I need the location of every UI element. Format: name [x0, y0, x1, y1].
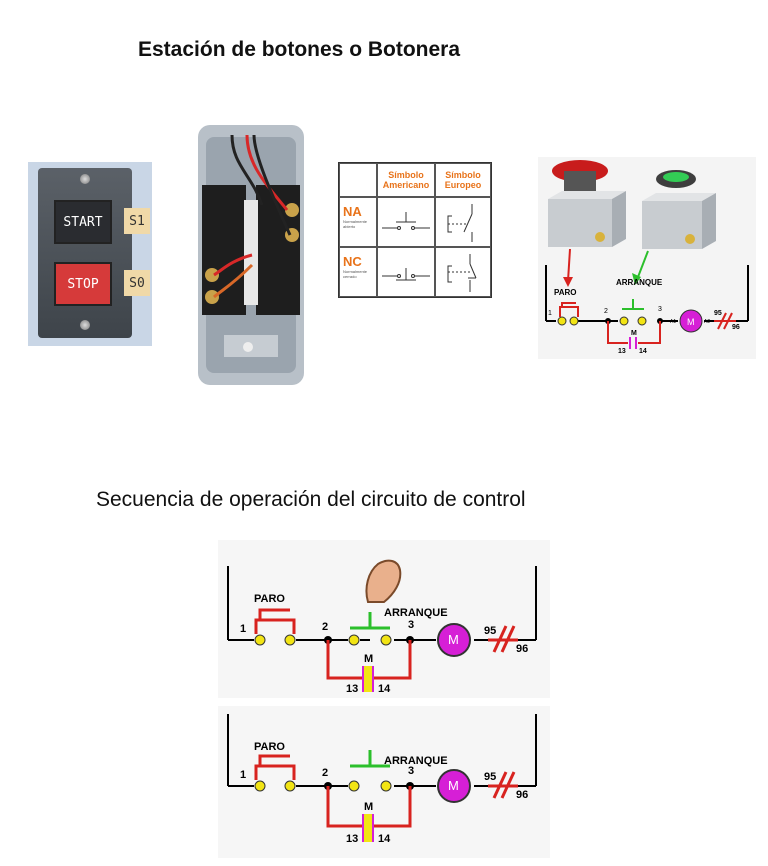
- illus-motor-label: M: [687, 317, 695, 327]
- seq1-node-3: 3: [408, 619, 414, 631]
- illus-13: 13: [618, 348, 626, 355]
- seq2-95: 95: [484, 771, 496, 783]
- button-circuit-illustration: PARO ARRANQUE 1 2 3 M A1 A2 95 96 M 13 1…: [538, 157, 756, 359]
- station-enclosure: [38, 168, 132, 338]
- seq2-paro-label: PARO: [254, 741, 285, 753]
- start-button: START: [54, 200, 112, 244]
- stop-button: STOP: [54, 262, 112, 306]
- illus-contact-m: M: [631, 330, 637, 337]
- illus-a2: A2: [704, 319, 710, 325]
- finger-icon: [365, 559, 402, 603]
- illus-arranque-label: ARRANQUE: [616, 278, 663, 287]
- seq2-contact-m: M: [364, 801, 373, 813]
- row-na-label: NA Normalmente abierto: [339, 197, 377, 247]
- na-american-symbol: [377, 197, 435, 247]
- na-label: NA: [343, 204, 362, 219]
- na-sub: Normalmente abierto: [343, 219, 368, 229]
- header-american: Símbolo Americano: [377, 163, 435, 197]
- seq2-node-2: 2: [322, 767, 328, 779]
- seq2-motor-label: M: [448, 778, 459, 793]
- seq2-node-3: 3: [408, 765, 414, 777]
- row-nc-label: NC Normalmente cerrado: [339, 247, 377, 297]
- illus-node-3: 3: [658, 306, 662, 313]
- seq1-arranque-label: ARRANQUE: [384, 607, 448, 619]
- illus-95: 95: [714, 310, 722, 317]
- nc-label: NC: [343, 254, 362, 269]
- seq2-13: 13: [346, 833, 358, 845]
- seq1-13: 13: [346, 683, 358, 695]
- screw-icon: [80, 174, 90, 184]
- header-european: Símbolo Europeo: [435, 163, 491, 197]
- illus-96: 96: [732, 324, 740, 331]
- illus-node-2: 2: [604, 308, 608, 315]
- seq1-node-1: 1: [240, 623, 246, 635]
- seq1-contact-m: M: [364, 653, 373, 665]
- illus-a1: A1: [670, 319, 676, 325]
- seq1-paro-label: PARO: [254, 593, 285, 605]
- sequence-title: Secuencia de operación del circuito de c…: [96, 488, 526, 511]
- tag-s0: S0: [124, 270, 150, 296]
- sequence-step-pressed: PARO ARRANQUE 1 2 3 M 95 96 M 13 14: [218, 540, 550, 698]
- illus-14: 14: [639, 348, 647, 355]
- na-european-symbol: [435, 197, 491, 247]
- seq2-arranque-label: ARRANQUE: [384, 755, 448, 767]
- nc-american-symbol: [377, 247, 435, 297]
- nc-european-symbol: [435, 247, 491, 297]
- illus-paro-label: PARO: [554, 288, 577, 297]
- screw-icon: [80, 320, 90, 330]
- seq1-95: 95: [484, 625, 496, 637]
- station-wiring-photo: [198, 125, 304, 385]
- illus-node-1: 1: [548, 310, 552, 317]
- seq1-node-2: 2: [322, 621, 328, 633]
- seq1-motor-label: M: [448, 632, 459, 647]
- seq1-14: 14: [378, 683, 391, 695]
- seq2-96: 96: [516, 789, 528, 801]
- seq1-96: 96: [516, 643, 528, 655]
- seq2-14: 14: [378, 833, 391, 845]
- page-title: Estación de botones o Botonera: [138, 38, 461, 61]
- tag-s1: S1: [124, 208, 150, 234]
- pushbutton-station-photo: START STOP S1 S0: [28, 162, 152, 346]
- sequence-step-released: PARO ARRANQUE 1 2 3 M 95 96 M 13 14: [218, 706, 550, 858]
- seq2-node-1: 1: [240, 769, 246, 781]
- nc-sub: Normalmente cerrado: [343, 269, 368, 279]
- contact-symbols-table: Símbolo Americano Símbolo Europeo NA Nor…: [338, 162, 492, 298]
